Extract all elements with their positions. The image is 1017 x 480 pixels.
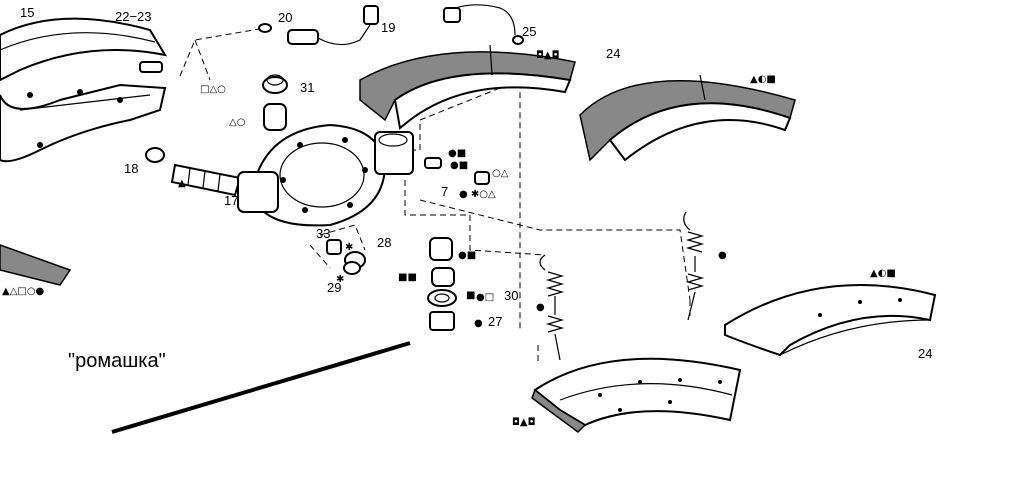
- brake-shoe-bottom: [531, 357, 742, 433]
- brake-lining-left-partial: [0, 244, 72, 286]
- symbols-27: ●: [474, 318, 483, 329]
- return-spring-1: [539, 254, 565, 361]
- label-33: 33: [316, 226, 330, 241]
- fittings-28-29-33: [326, 239, 366, 275]
- symbols-left: ▲△□○●: [2, 286, 45, 297]
- label-19: 19: [381, 20, 395, 35]
- symbols-18: ▲: [178, 178, 186, 189]
- label-28: 28: [377, 235, 391, 250]
- label-30: 30: [504, 288, 518, 303]
- annotation-stroke: [111, 341, 411, 434]
- label-24-right: 24: [918, 346, 932, 361]
- brake-lining-3: [724, 284, 937, 357]
- symbols-spring-2: ●: [718, 250, 727, 261]
- symbols-box-top: ◘▲◘: [536, 50, 560, 61]
- symbols-28: ✱: [345, 242, 353, 253]
- symbols-box-bottom: ◘▲◘: [512, 417, 536, 428]
- label-25: 25: [522, 24, 536, 39]
- adjuster-18: [145, 147, 165, 163]
- symbols-spring-1: ●: [536, 302, 545, 313]
- symbols-bushing-3: ■: [466, 290, 475, 301]
- symbols-7c: ○△: [492, 168, 509, 179]
- cam-bushing: [263, 103, 287, 131]
- anchor-pin-31: [262, 74, 288, 94]
- label-31: 31: [300, 80, 314, 95]
- brake-hose-assembly: [258, 4, 524, 46]
- label-20: 20: [278, 10, 292, 25]
- backing-plate: [237, 123, 414, 227]
- label-24-top: 24: [606, 46, 620, 61]
- label-27: 27: [488, 314, 502, 329]
- symbols-29: ✱: [336, 274, 344, 285]
- part-number-labels: 15 22−23 20 19 25 24 24 31 18 17 7 33 28…: [20, 5, 932, 361]
- symbols-bushing-1: ●■: [458, 250, 476, 261]
- caption-romashka: "ромашка": [68, 350, 166, 372]
- symbols-7d: ● ✱○△: [459, 189, 496, 200]
- label-22-23: 22−23: [115, 9, 152, 24]
- bushings-stack: [427, 237, 457, 331]
- symbols-31: □△○: [200, 84, 226, 95]
- symbols-7a: ●■: [448, 148, 466, 159]
- brake-lining-2: [579, 74, 796, 162]
- symbols-lining-2: ▲◐■: [750, 74, 776, 85]
- label-15: 15: [20, 5, 34, 20]
- symbol-codes: □△○ △○ ▲ ▲△□○● ●■ ●■ ○△ ● ✱○△ ✱ ✱ ●■ ■■ …: [2, 50, 896, 428]
- label-17: 17: [224, 193, 238, 208]
- label-7: 7: [441, 184, 448, 199]
- symbols-bushing-2: ■■: [398, 272, 417, 283]
- symbols-7b: ●■: [450, 160, 468, 171]
- symbols-30: ●□: [476, 292, 494, 303]
- brake-lining-1: [359, 44, 576, 130]
- bleeder-7: [424, 157, 490, 185]
- return-spring-2: [683, 211, 705, 321]
- brake-drum-shoe-left: [0, 17, 168, 163]
- symbols-cam: △○: [229, 117, 245, 128]
- symbols-lining-3: ▲◐■: [870, 268, 896, 279]
- label-29: 29: [327, 280, 341, 295]
- label-18: 18: [124, 161, 138, 176]
- wheel-cylinder-17: [170, 163, 242, 197]
